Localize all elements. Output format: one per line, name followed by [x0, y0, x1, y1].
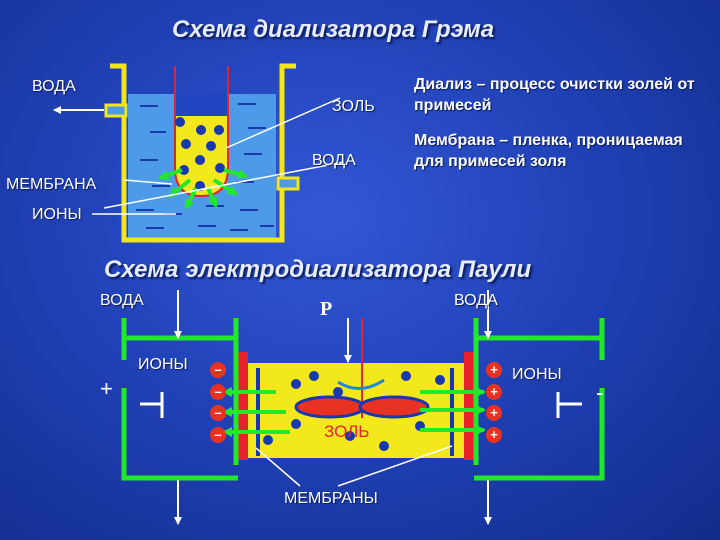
- pauli-title: Схема электродиализатора Паули: [104, 256, 532, 283]
- pauli-electrodialyzer: [121, 290, 605, 525]
- pauli-frame-right: [474, 388, 605, 481]
- graham-ions-label: ИОНЫ: [32, 206, 82, 223]
- pauli-frame-left: [121, 388, 238, 481]
- pauli-blob-left: [294, 395, 366, 419]
- minus-sign: –: [210, 405, 226, 421]
- pauli-water-left-label: ВОДА: [100, 292, 144, 309]
- pauli-plus-terminal: +: [100, 376, 113, 401]
- pauli-ions-right-label: ИОНЫ: [512, 366, 562, 383]
- pauli-ion-arrows: [222, 387, 486, 437]
- pauli-p-label: Р: [320, 298, 333, 320]
- graham-inner-top: [175, 94, 228, 116]
- minus-sign: –: [210, 384, 226, 400]
- pauli-anode-plate: [464, 352, 474, 460]
- pauli-particles: [263, 371, 445, 451]
- graham-membrane-label: МЕМБРАНА: [6, 176, 97, 193]
- pauli-terminal-left: [140, 392, 164, 418]
- pauli-water-right-label: ВОДА: [454, 292, 498, 309]
- graham-sol-label: ЗОЛЬ: [332, 98, 375, 115]
- graham-frame: [110, 63, 296, 243]
- plus-sign: +: [486, 362, 502, 378]
- graham-water-left-label: ВОДА: [32, 78, 76, 95]
- pauli-water-arrows: [174, 290, 492, 525]
- graham-ion-arrows: [158, 168, 248, 210]
- dialysis-definition: Диализ – процесс очистки золей от примес…: [414, 76, 695, 114]
- minus-sign: –: [210, 427, 226, 443]
- graham-membrane: [174, 66, 229, 198]
- pauli-membranes-label: МЕМБРАНЫ: [284, 490, 378, 507]
- plus-sign: +: [486, 427, 502, 443]
- graham-title: Схема диализатора Грэма: [172, 16, 495, 43]
- graham-dialyzer: [53, 63, 345, 243]
- membrane-definition: Мембрана – пленка, проницаемая для приме…: [414, 132, 683, 170]
- graham-pointer-lines: [92, 97, 345, 215]
- pauli-membrane-pointers: [255, 445, 453, 487]
- graham-inlet-right: [276, 176, 300, 191]
- pauli-sol-label: ЗОЛЬ: [324, 422, 370, 441]
- pauli-rotation-arrow: [337, 378, 385, 390]
- graham-outlet-left: [104, 103, 128, 118]
- pauli-minus-terminal: -: [596, 380, 604, 405]
- graham-water-right-label: ВОДА: [312, 152, 356, 169]
- pauli-ions-left-label: ИОНЫ: [138, 356, 188, 373]
- pauli-blob-right: [358, 395, 430, 419]
- pauli-cathode-plate: [238, 352, 248, 460]
- minus-sign: –: [210, 362, 226, 378]
- pauli-terminal-right: [556, 392, 582, 418]
- plus-sign: +: [486, 384, 502, 400]
- plus-sign: +: [486, 405, 502, 421]
